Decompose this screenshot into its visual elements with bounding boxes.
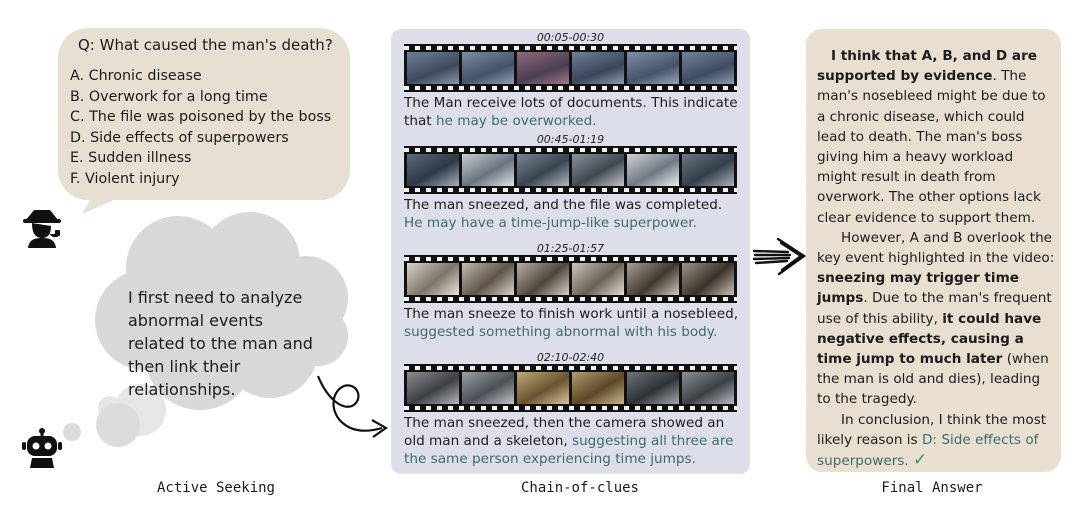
answer-text-span: (when the man is old and dies), leading …	[817, 351, 1049, 408]
option-d: D. Side effects of superpowers	[70, 129, 289, 146]
caption-final-answer: Final Answer	[881, 480, 983, 496]
detective-icon	[23, 210, 61, 248]
clip-text-plain: The man sneezed, then the camera showed …	[404, 415, 725, 449]
video-filmstrip	[404, 255, 737, 303]
clip-text-plain: The Man receive lots of documents. This …	[404, 95, 738, 129]
video-filmstrip	[404, 44, 737, 92]
right-arrow-icon	[752, 237, 807, 276]
clip-text-plain: The man sneeze to finish work until a no…	[404, 306, 739, 322]
clip-text-highlight: suggested something abnormal with his bo…	[404, 324, 718, 340]
clip-text-highlight: He may have a time-jump-like superpower.	[404, 215, 697, 231]
clip-text-plain: The man sneezed, and the file was comple…	[404, 197, 723, 213]
answer-text-span: . The man's nosebleed might be due to a …	[817, 68, 1046, 226]
clip-description: The man sneezed, and the file was comple…	[404, 196, 744, 232]
clip-description: The man sneeze to finish work until a no…	[404, 305, 744, 341]
check-icon: ✓	[913, 450, 928, 471]
thought-text: I first need to analyze abnormal events …	[128, 288, 313, 399]
clip-timestamp: 02:10-02:40	[536, 351, 605, 364]
clip-description: The Man receive lots of documents. This …	[404, 94, 744, 130]
final-answer-panel	[806, 29, 1061, 472]
option-c: C. The file was poisoned by the boss	[70, 109, 332, 126]
answer-paragraph-1: I think that A, B, and D are supported b…	[817, 46, 1055, 228]
caption-active-seeking: Active Seeking	[156, 480, 275, 496]
video-filmstrip	[404, 146, 737, 194]
answer-bold-claim: sneezing may trigger time jumps	[817, 270, 1019, 307]
clip-text-highlight: suggesting all three are the same person…	[404, 433, 734, 467]
question-text: Q: What caused the man's death?	[78, 36, 333, 54]
clip-timestamp: 01:25-01:57	[536, 242, 605, 255]
clip-description: The man sneezed, then the camera showed …	[404, 414, 744, 468]
video-filmstrip	[404, 364, 737, 412]
robot-icon	[22, 428, 62, 468]
clip-text-highlight: he may be overworked.	[435, 113, 597, 129]
option-b: B. Overwork for a long time	[70, 88, 268, 105]
answer-paragraph-2: However, A and B overlook the key event …	[817, 228, 1055, 410]
answer-options: A. Chronic disease B. Overwork for a lon…	[70, 66, 331, 190]
final-answer-text: I think that A, B, and D are supported b…	[817, 46, 1055, 471]
option-a: A. Chronic disease	[70, 68, 202, 84]
option-e: E. Sudden illness	[70, 150, 192, 167]
answer-text-span: However, A and B overlook the key event …	[817, 229, 1055, 267]
clip-timestamp: 00:45-01:19	[536, 133, 605, 146]
answer-bold-claim: I think that A, B, and D are supported b…	[817, 48, 1038, 85]
option-f: F. Violent injury	[70, 170, 180, 187]
answer-text-span: . Due to the man's frequent use of this …	[817, 290, 1052, 327]
answer-text-span: In conclusion, I think the most likely r…	[817, 411, 1047, 448]
clip-timestamp: 00:05-00:30	[536, 31, 605, 44]
answer-bold-claim: it could have negative effects, causing …	[817, 310, 1042, 368]
question-bubble	[58, 28, 350, 200]
answer-highlight: D: Side effects of superpowers.	[817, 431, 1039, 470]
caption-chain-of-clues: Chain-of-clues	[520, 480, 639, 496]
answer-paragraph-3: In conclusion, I think the most likely r…	[817, 410, 1055, 472]
